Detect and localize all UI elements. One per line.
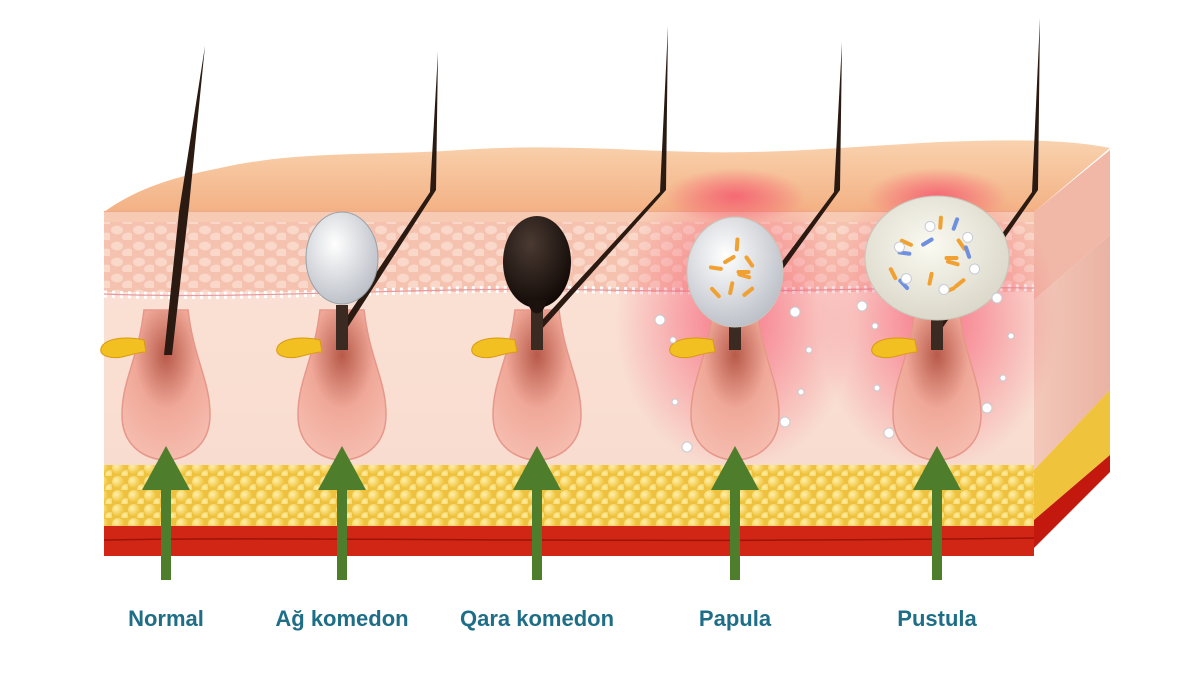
bacteria-icon: [744, 255, 755, 268]
stage-label-pustula: Pustula: [897, 606, 977, 631]
skin-surface: [104, 140, 1110, 212]
blackhead-plug: [503, 216, 571, 308]
muscle-layer: [104, 526, 1034, 556]
whitehead-plug: [305, 211, 379, 305]
white-blood-cell: [805, 346, 813, 354]
bacteria-icon: [728, 281, 735, 296]
white-blood-cell: [789, 306, 801, 318]
bacteria-icon: [888, 267, 898, 281]
hair-icon: [164, 46, 205, 355]
bacteria-icon: [945, 259, 960, 267]
arrow-group: [142, 446, 961, 580]
stage-label-qara-komedon: Qara komedon: [459, 606, 615, 631]
white-blood-cell: [797, 388, 805, 396]
bacteria-icon: [938, 215, 943, 230]
bacteria-icon: [944, 256, 959, 260]
arrow-up-icon: [913, 446, 961, 580]
stage-label-ag-komedon: Ağ komedon: [275, 606, 409, 631]
block-side-face: [1034, 150, 1110, 548]
follicle-qara-komedon: [471, 26, 668, 461]
bacteria-icon: [737, 272, 752, 280]
bacteria-icon: [734, 237, 740, 252]
bacteria-icon: [951, 217, 960, 231]
bacteria-icon: [921, 237, 934, 247]
pustule-lesion: [864, 195, 1010, 321]
follicle-pustula: [817, 18, 1057, 470]
bacteria-icon: [953, 278, 966, 289]
white-blood-cell: [991, 292, 1003, 304]
sebaceous-gland: [871, 337, 918, 359]
bacteria-icon: [742, 286, 755, 297]
hair-root: [531, 305, 543, 350]
white-blood-cell: [883, 427, 895, 439]
white-blood-cell: [654, 314, 666, 326]
white-blood-cell: [779, 416, 791, 428]
follicle-ag-komedon: [276, 52, 438, 461]
stage-label-papula: Papula: [698, 606, 772, 631]
white-blood-cell: [669, 336, 677, 344]
arrow-up-icon: [142, 446, 190, 580]
arrow-up-icon: [513, 446, 561, 580]
sebaceous-gland: [276, 337, 323, 359]
bacteria-icon: [710, 286, 721, 299]
fat-layer: [104, 465, 1034, 527]
white-blood-cell: [873, 384, 881, 392]
bacteria-icon: [899, 238, 913, 247]
follicle-papula: [615, 42, 855, 470]
white-blood-cell: [671, 398, 679, 406]
sebaceous-gland: [471, 337, 518, 359]
white-blood-cell: [681, 441, 693, 453]
follicle-group: [100, 18, 1057, 470]
white-blood-cell: [856, 300, 868, 312]
bacteria-icon: [963, 245, 972, 259]
bacteria-icon: [956, 238, 967, 251]
surface-redness: [665, 168, 805, 224]
bacteria-icon: [708, 265, 723, 271]
arrow-up-icon: [711, 446, 759, 580]
white-blood-cell: [871, 322, 879, 330]
sebaceous-gland: [669, 337, 716, 359]
papule-lesion: [686, 216, 784, 328]
sebaceous-gland: [100, 337, 147, 359]
bacteria-icon: [723, 254, 736, 265]
follicle-normal: [100, 46, 211, 461]
white-blood-cell: [1007, 332, 1015, 340]
arrow-up-icon: [318, 446, 366, 580]
white-blood-cell: [981, 402, 993, 414]
stage-label-normal: Normal: [128, 606, 204, 631]
bacteria-icon: [927, 271, 934, 286]
white-blood-cell: [999, 374, 1007, 382]
bacteria-icon: [898, 278, 910, 290]
hair-root: [336, 305, 348, 350]
